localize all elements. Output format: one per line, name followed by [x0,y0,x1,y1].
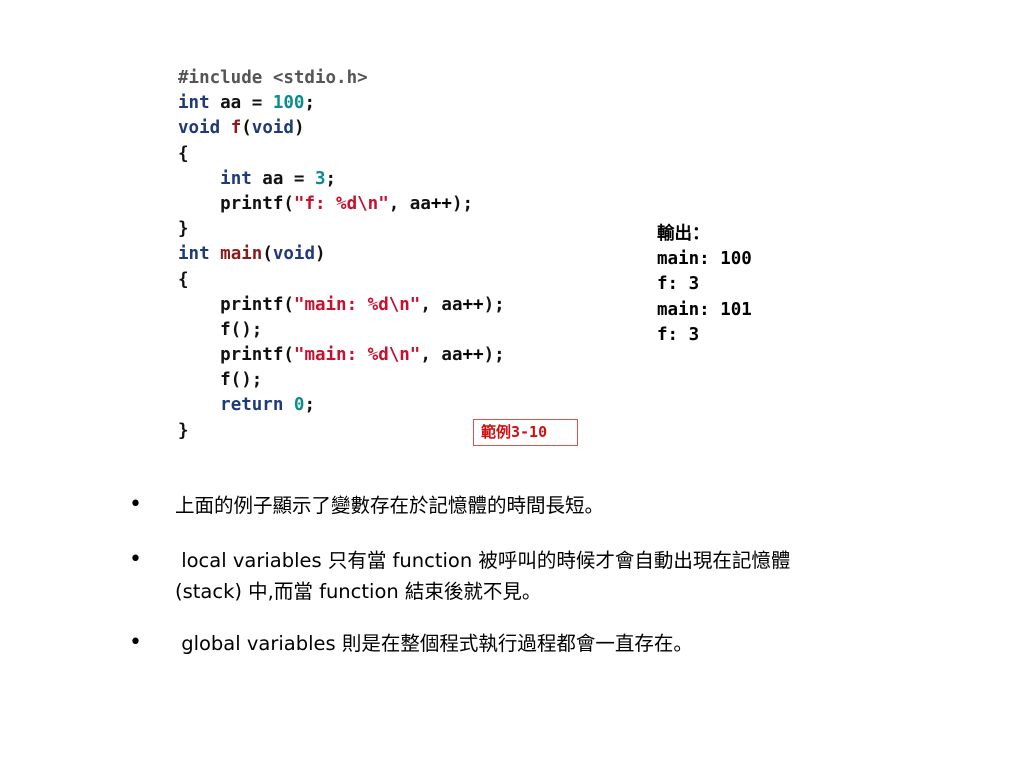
code-line: int aa = 3; [178,167,505,192]
code-token [220,118,231,138]
code-token: int [220,168,252,189]
code-token: ) [293,118,305,139]
code-token [283,395,294,415]
code-token: 100 [272,93,305,114]
code-line: return 0; [178,393,505,418]
code-token [178,395,220,415]
code-token: ); [483,345,505,366]
code-line: { [178,268,505,293]
bullet-dot-icon: • [129,630,142,655]
code-token: { [178,143,189,164]
bullet-text: 上面的例子顯示了變數存在於記憶體的時間長短。 [175,494,605,517]
code-token: f(); [178,319,263,340]
code-token: void [272,244,316,265]
code-line: #include <stdio.h> [178,66,505,91]
code-line: } [178,217,505,242]
code-token: void [178,118,221,139]
code-token [178,169,220,189]
code-token: { [178,269,189,290]
code-token: f [230,118,242,139]
code-token: } [178,219,189,240]
code-token: void [251,118,294,139]
code-token: main [220,244,263,265]
code-token: ); [483,294,505,315]
bullet-dot-icon: • [129,492,142,517]
code-line: printf("f: %d\n", aa++); [178,192,505,217]
code-token: ; [304,395,316,416]
code-token: 0 [293,395,305,416]
output-line: main: 101 [657,299,752,320]
code-token: ++ [462,345,484,366]
code-token: return [220,395,284,416]
code-token: printf( [178,294,294,315]
code-token: aa = [209,93,273,114]
example-label: 範例3-10 [473,419,578,446]
output-line: f: 3 [657,324,700,345]
bullet-text: global variables 則是在整個程式執行過程都會一直存在。 [175,632,693,655]
code-line: f(); [178,318,505,343]
code-token [210,244,221,264]
code-token: ; [325,168,337,189]
code-line: printf("main: %d\n", aa++); [178,343,505,368]
code-token: aa = [251,168,315,189]
code-line: printf("main: %d\n", aa++); [178,293,505,318]
code-token: ++ [462,294,484,315]
bullet-dot-icon: • [129,547,142,572]
code-listing: #include <stdio.h>int aa = 100;void f(vo… [178,66,505,444]
output-line: main: 100 [657,249,752,270]
code-token: } [178,420,189,441]
code-line: void f(void) [178,116,505,141]
output-heading: 輸出： [657,224,710,244]
program-output: 輸出： main: 100 f: 3 main: 101 f: 3 [657,222,752,348]
code-line: } [178,419,505,444]
bullet-text: local variables 只有當 function 被呼叫的時候才會自動出… [175,549,791,603]
code-token: , aa [420,294,463,315]
code-line: int main(void) [178,242,505,267]
code-token: int [178,244,210,265]
output-line: f: 3 [657,274,700,295]
code-token: #include <stdio.h> [178,68,368,88]
code-token: printf( [178,345,294,366]
code-token: ); [451,193,474,214]
code-token: ( [241,118,252,139]
code-line: int aa = 100; [178,91,505,116]
code-token: ( [262,244,273,265]
code-line: f(); [178,368,505,393]
code-token: ) [315,244,326,265]
code-line: { [178,142,505,167]
code-token: , aa [388,193,431,214]
code-token: 3 [314,168,326,189]
code-token: ++ [430,193,452,214]
code-token: "main: %d\n" [293,294,421,315]
code-token: printf( [178,193,294,214]
code-token: f(); [178,370,263,391]
code-token: ; [304,93,315,114]
code-token: int [178,93,210,114]
code-token: "f: %d\n" [293,193,389,214]
code-token: , aa [420,345,463,366]
code-token: "main: %d\n" [293,345,421,366]
